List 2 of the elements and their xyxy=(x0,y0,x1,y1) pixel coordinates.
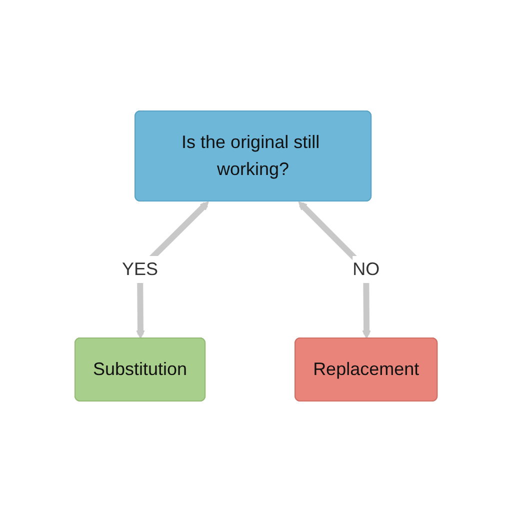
edge-label: YES xyxy=(122,259,158,279)
edge-label: NO xyxy=(352,259,380,279)
